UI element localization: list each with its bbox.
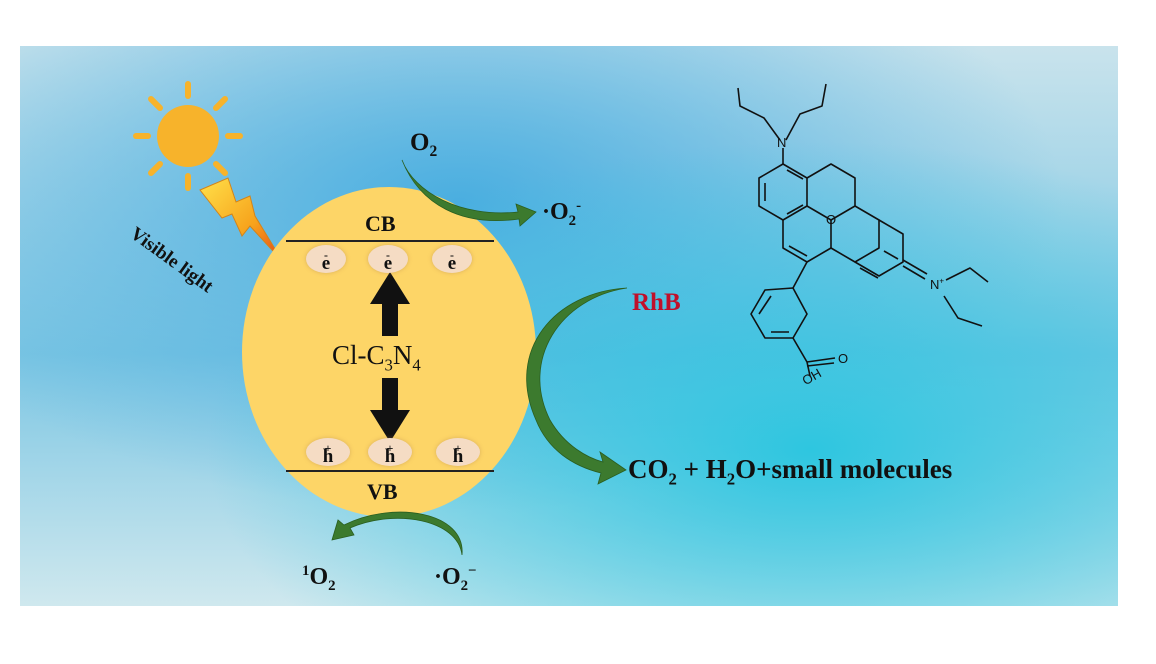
electron: e- [306,245,346,274]
singlet-oxygen-arrow [331,511,463,556]
hole: h+ [306,438,350,467]
superoxide-label-bottom: ·O2− [434,563,477,594]
excitation-arrow-up [370,272,410,336]
reduction-arrow [401,159,537,227]
degradation-arrow [526,287,628,485]
oxygen-label: O2 [410,129,438,160]
excitation-arrow-down [370,378,410,442]
sun-icon [133,81,243,191]
rhb-label: RhB [632,289,681,316]
hole: h+ [368,438,412,467]
hole: h+ [436,438,480,467]
electron: e- [432,245,472,274]
rhodamine-b-structure [737,83,989,377]
molecule-nitrogen-cation: N+ [930,276,945,292]
catalyst-label: Cl-C3N4 [332,340,421,375]
molecule-nitrogen-top: N [777,135,787,150]
electron: e- [368,245,408,274]
superoxide-label-top: ·O2- [542,198,582,229]
conduction-band-label: CB [365,211,396,236]
valence-band-label: VB [367,479,398,504]
molecule-ring-oxygen: O [826,212,837,227]
singlet-oxygen-label: 1O2 [302,563,336,594]
molecule-carbonyl-oxygen: O [838,351,849,366]
products-label: CO2 + H2O+small molecules [628,454,953,489]
